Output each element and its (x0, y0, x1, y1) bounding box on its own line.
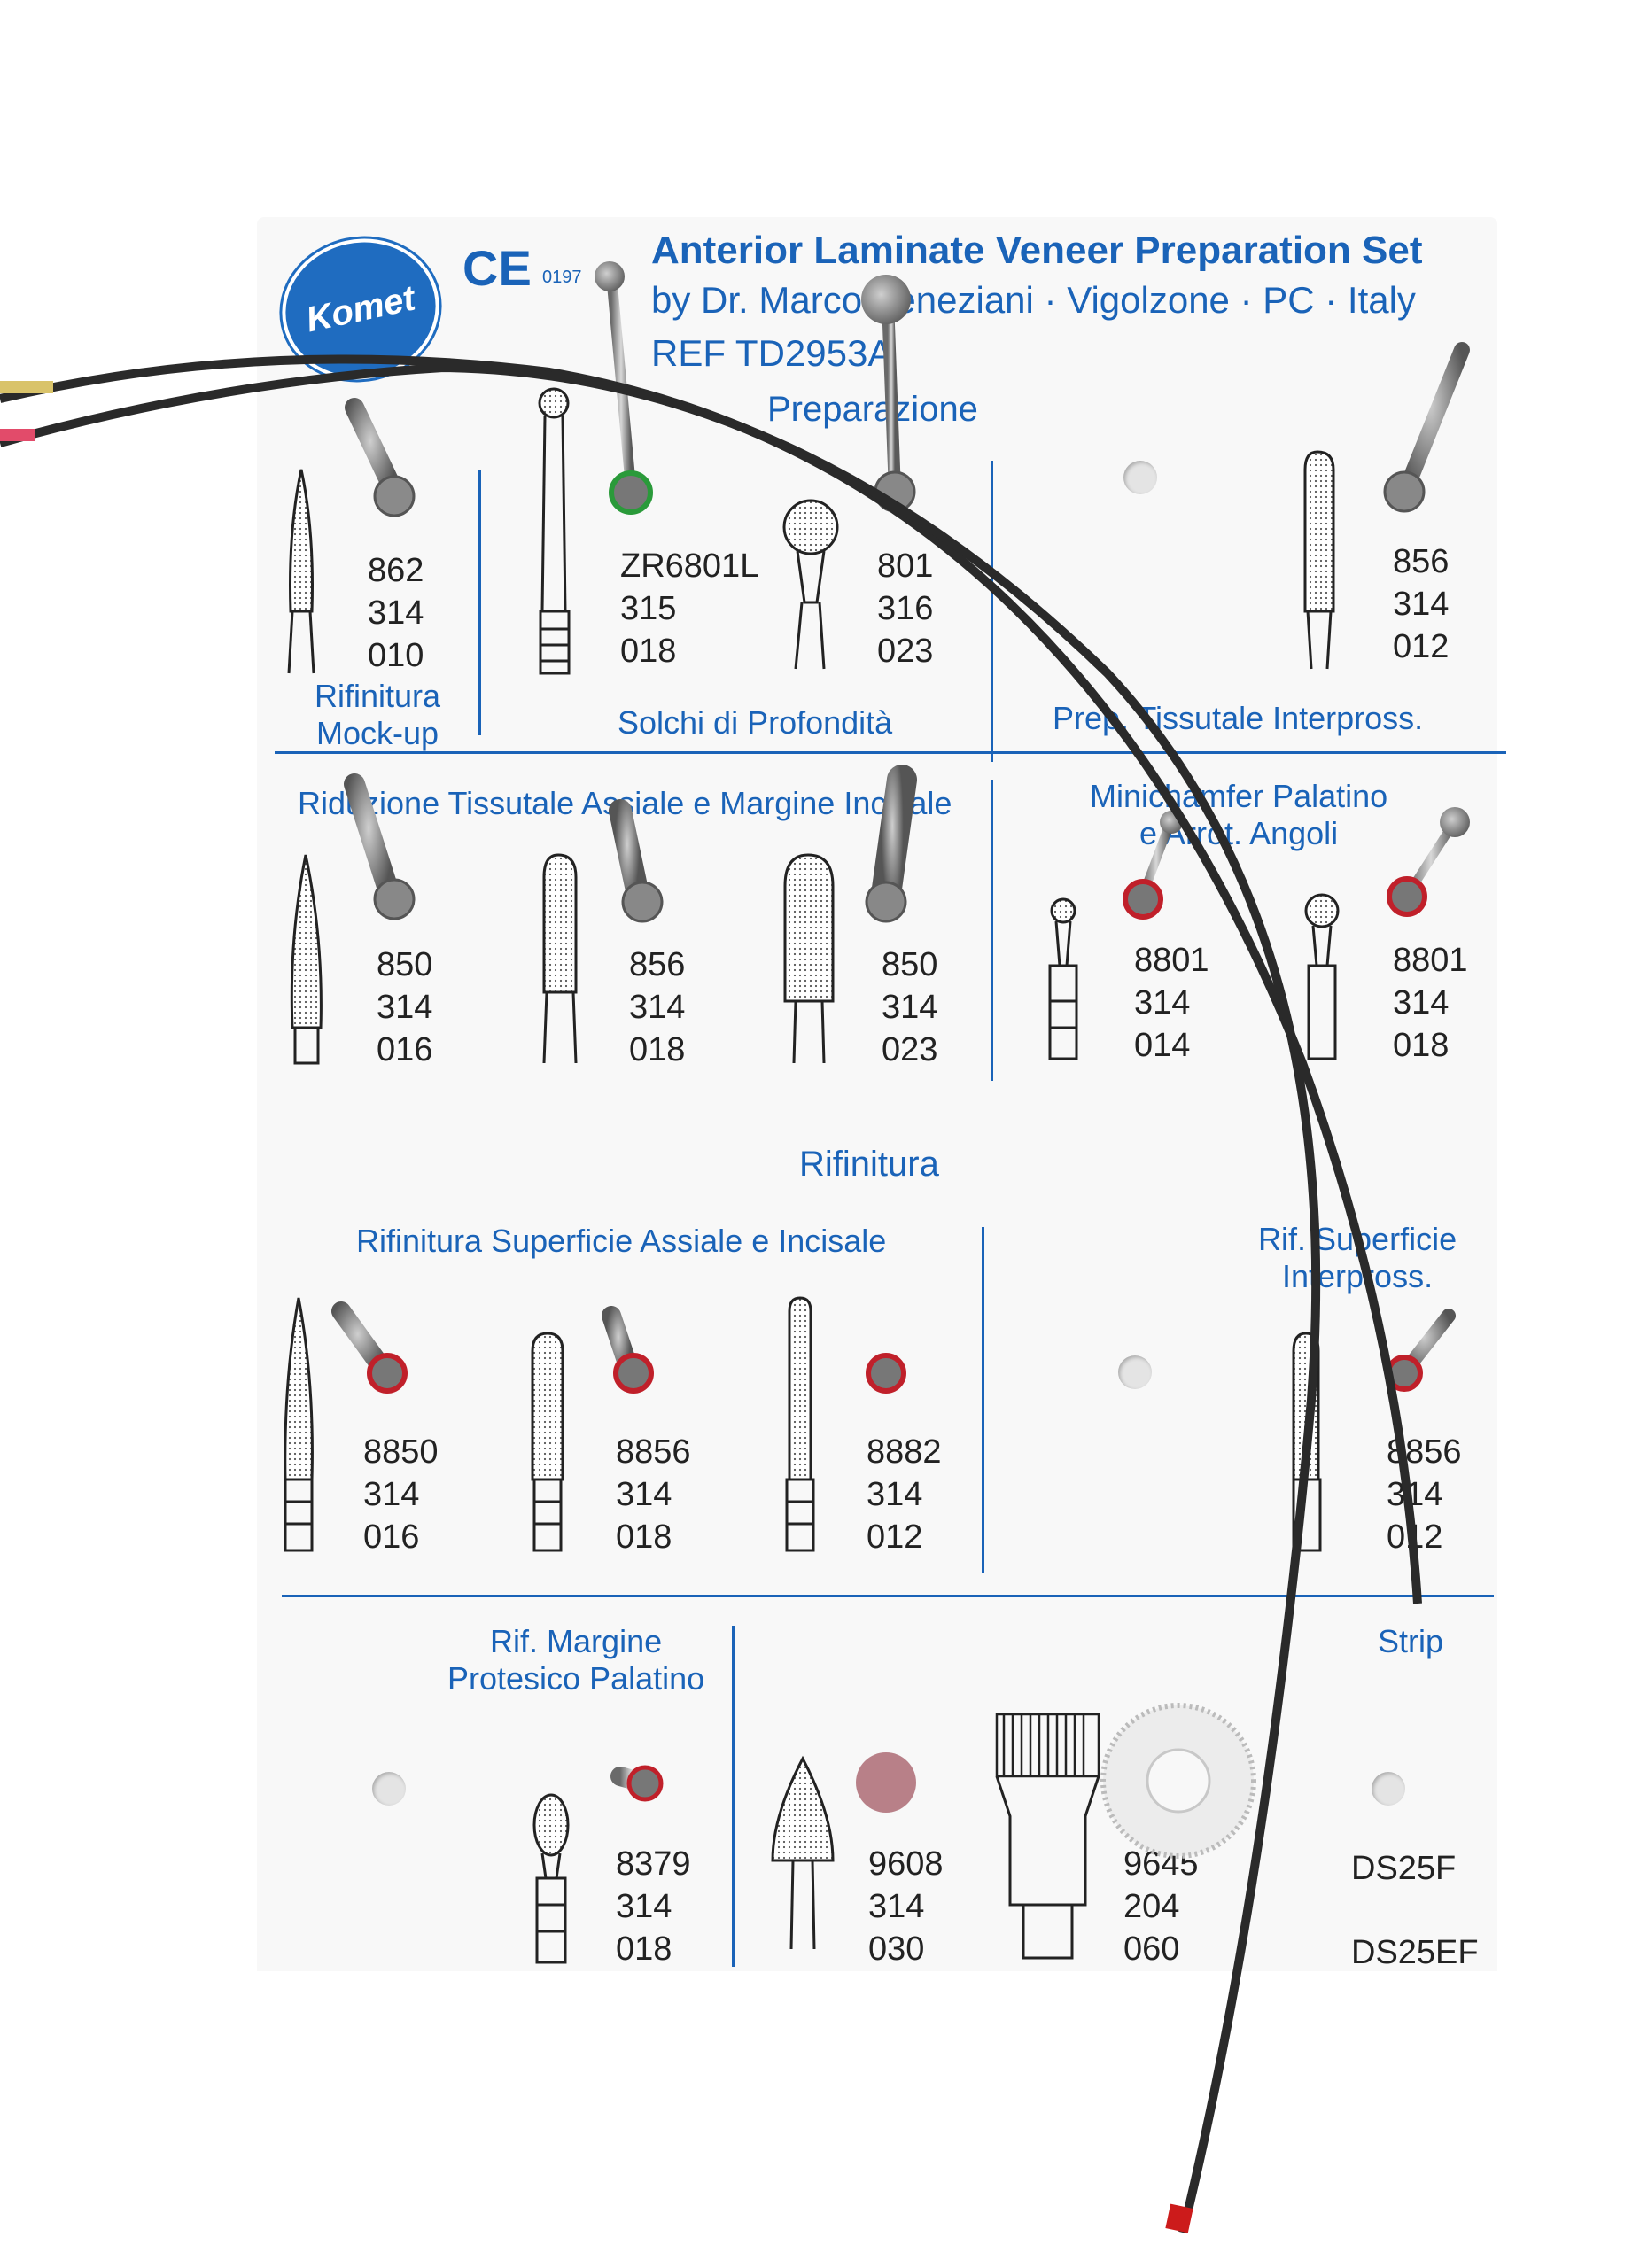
bur-856-018 (609, 799, 664, 923)
bur-outline-8801-018 (1304, 893, 1340, 1060)
bur-862 (345, 398, 416, 517)
group-label-strip: Strip (1378, 1623, 1444, 1659)
divider (275, 751, 1506, 754)
empty-slot (372, 1772, 406, 1806)
bur-outline-801 (782, 499, 839, 670)
bur-outline-850-023 (783, 853, 835, 1064)
group-label-rifinitura-superficie: Rifinitura Superficie Assiale e Incisale (356, 1223, 887, 1259)
divider (982, 1227, 984, 1573)
bur-outline-8801-014 (1048, 897, 1078, 1060)
polisher-outline-9608 (771, 1755, 835, 1950)
set-ref: REF TD2953A (651, 332, 893, 374)
bur-outline-856-top (1303, 450, 1335, 670)
group-label-rifinitura-mockup: Rifinitura Mock-up (315, 678, 441, 751)
bur-outline-8379 (532, 1793, 570, 1964)
bur-outline-8850 (284, 1297, 314, 1552)
bur-8801-014 (1123, 811, 1183, 920)
empty-slot (1118, 1355, 1152, 1389)
ce-number: 0197 (542, 268, 582, 287)
divider (732, 1626, 735, 1967)
bur-850-023 (865, 765, 917, 923)
divider (991, 780, 993, 1081)
brush-outline-9645 (995, 1713, 1100, 1960)
ce-mark: CE (462, 240, 532, 296)
diamond-strip-ds25f (0, 354, 1422, 1604)
group-label-rif-margine: Rif. Margine Protesico Palatino (447, 1623, 705, 1697)
finishing-board (257, 1085, 1497, 1599)
bur-outline-8856 (531, 1332, 564, 1552)
empty-slot (1123, 461, 1157, 494)
bur-outline-8882 (785, 1296, 815, 1552)
bur-801 (861, 275, 916, 513)
bur-8379 (610, 1765, 664, 1802)
bur-8801-018 (1387, 807, 1470, 917)
bur-outline-850-016 (290, 854, 323, 1065)
bur-8856 (602, 1306, 654, 1394)
bur-outline-zr6801l (538, 387, 571, 675)
section-heading-preparazione: Preparazione (767, 390, 978, 429)
bur-8882 (866, 1292, 906, 1394)
divider (478, 470, 481, 735)
bur-8856-012 (1386, 1309, 1456, 1392)
set-byline: by Dr. Marco Veneziani · Vigolzone · PC … (651, 279, 1416, 321)
bur-856-top (1383, 342, 1470, 513)
strip-code-ds25ef: DS25EF (1351, 1934, 1479, 1971)
empty-slot (1372, 1772, 1405, 1806)
bur-outline-856-018 (542, 853, 578, 1064)
strip-code-ds25f: DS25F (1351, 1850, 1457, 1887)
diamond-strip-ds25ef (0, 362, 1321, 2234)
strip-end-tags (0, 381, 53, 441)
polisher-9608 (856, 1752, 916, 1813)
bur-850-016 (344, 773, 416, 920)
bur-outline-862 (287, 469, 315, 674)
brush-9645 (1100, 1703, 1256, 1859)
divider (991, 461, 993, 762)
bur-zr6801l (595, 261, 653, 515)
bur-8850 (331, 1301, 408, 1394)
section-heading-rifinitura: Rifinitura (799, 1145, 939, 1184)
set-title: Anterior Laminate Veneer Preparation Set (651, 229, 1423, 272)
group-label-solchi: Solchi di Profondità (618, 704, 893, 741)
divider (282, 1595, 1494, 1597)
